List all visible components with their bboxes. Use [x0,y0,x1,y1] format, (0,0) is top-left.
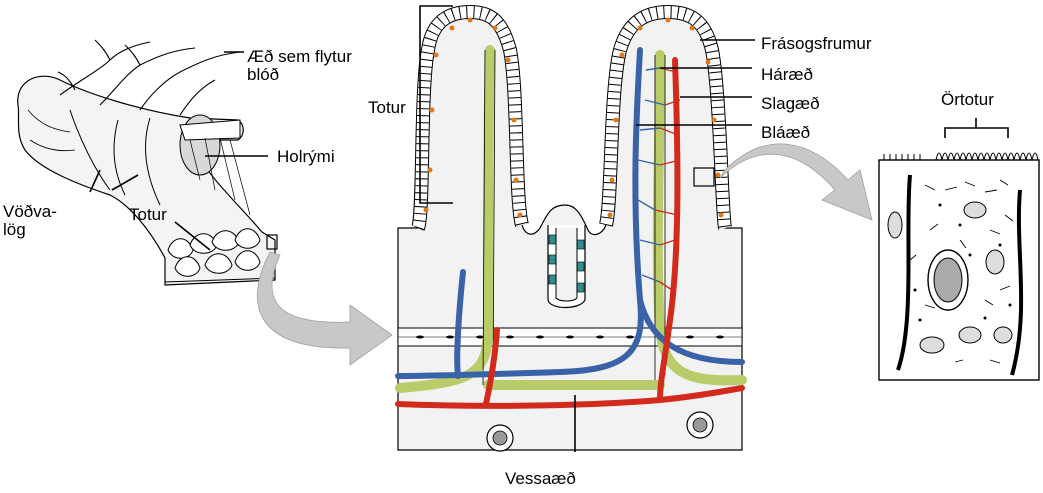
leader-lines-left [89,51,268,251]
vessel-crosssections [486,411,714,452]
leader-lines-center [419,5,755,452]
zoom-arrow-1 [257,251,393,366]
label-muscle-layers: Vöðva- lög [3,202,57,239]
label-capillary: Háræð [761,65,813,84]
label-artery: Slagæð [761,94,820,113]
label-villus-left: Totur [129,205,167,224]
label-lumen: Holrými [277,147,335,166]
label-microvilli: Örtotur [941,90,994,109]
label-vein: Bláæð [761,123,811,142]
vein-network [395,47,745,379]
intestine-segment [17,39,278,286]
label-absorptive-cells: Frásogsfrumur [761,34,872,53]
label-villus-center: Totur [368,98,406,117]
zoom-arrow-2 [719,143,873,221]
enterocyte-cell [878,118,1040,381]
villus-section [395,4,747,452]
label-lymph-vessel: Vessaæð [505,469,576,488]
label-blood-vessel: Æð sem flytur blóð [247,47,352,84]
